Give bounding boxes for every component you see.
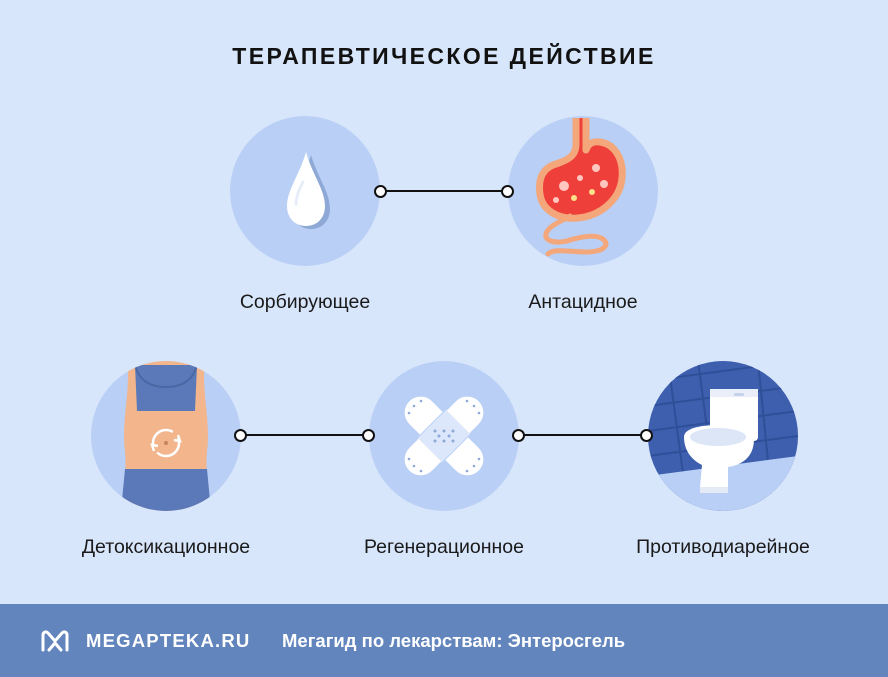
effect-regeneration-circle <box>369 361 519 511</box>
stomach-icon <box>536 118 626 257</box>
droplet-icon <box>287 152 330 229</box>
effect-label-detox: Детоксикационное <box>81 536 251 558</box>
connector-line <box>374 184 514 198</box>
effect-antacid-circle <box>508 116 658 266</box>
effect-label-regeneration: Регенерационное <box>364 536 524 558</box>
bandage-icon <box>402 394 486 478</box>
footer-bar: MEGAPTEKA.RU Мегагид по лекарствам: Энте… <box>0 604 888 677</box>
effect-label-sorbing: Сорбирующее <box>239 291 371 313</box>
footer-caption: Мегагид по лекарствам: Энтеросгель <box>282 630 626 651</box>
page-title: ТЕРАПЕВТИЧЕСКОЕ ДЕЙСТВИЕ <box>232 43 656 69</box>
body-icon <box>121 361 211 511</box>
effect-label-antacid: Антацидное <box>528 291 638 313</box>
effect-detox-circle <box>91 361 241 511</box>
connector-line <box>234 428 375 442</box>
brand-name-link[interactable]: MEGAPTEKA.RU <box>86 630 251 651</box>
effect-sorbing-circle <box>230 116 380 266</box>
toilet-icon <box>648 361 798 511</box>
effect-label-antidiarrheal: Противодиарейное <box>636 536 810 558</box>
effect-antidiarrheal-circle <box>648 361 798 511</box>
megapteka-logo-icon[interactable] <box>40 629 70 653</box>
connector-line <box>512 428 653 442</box>
